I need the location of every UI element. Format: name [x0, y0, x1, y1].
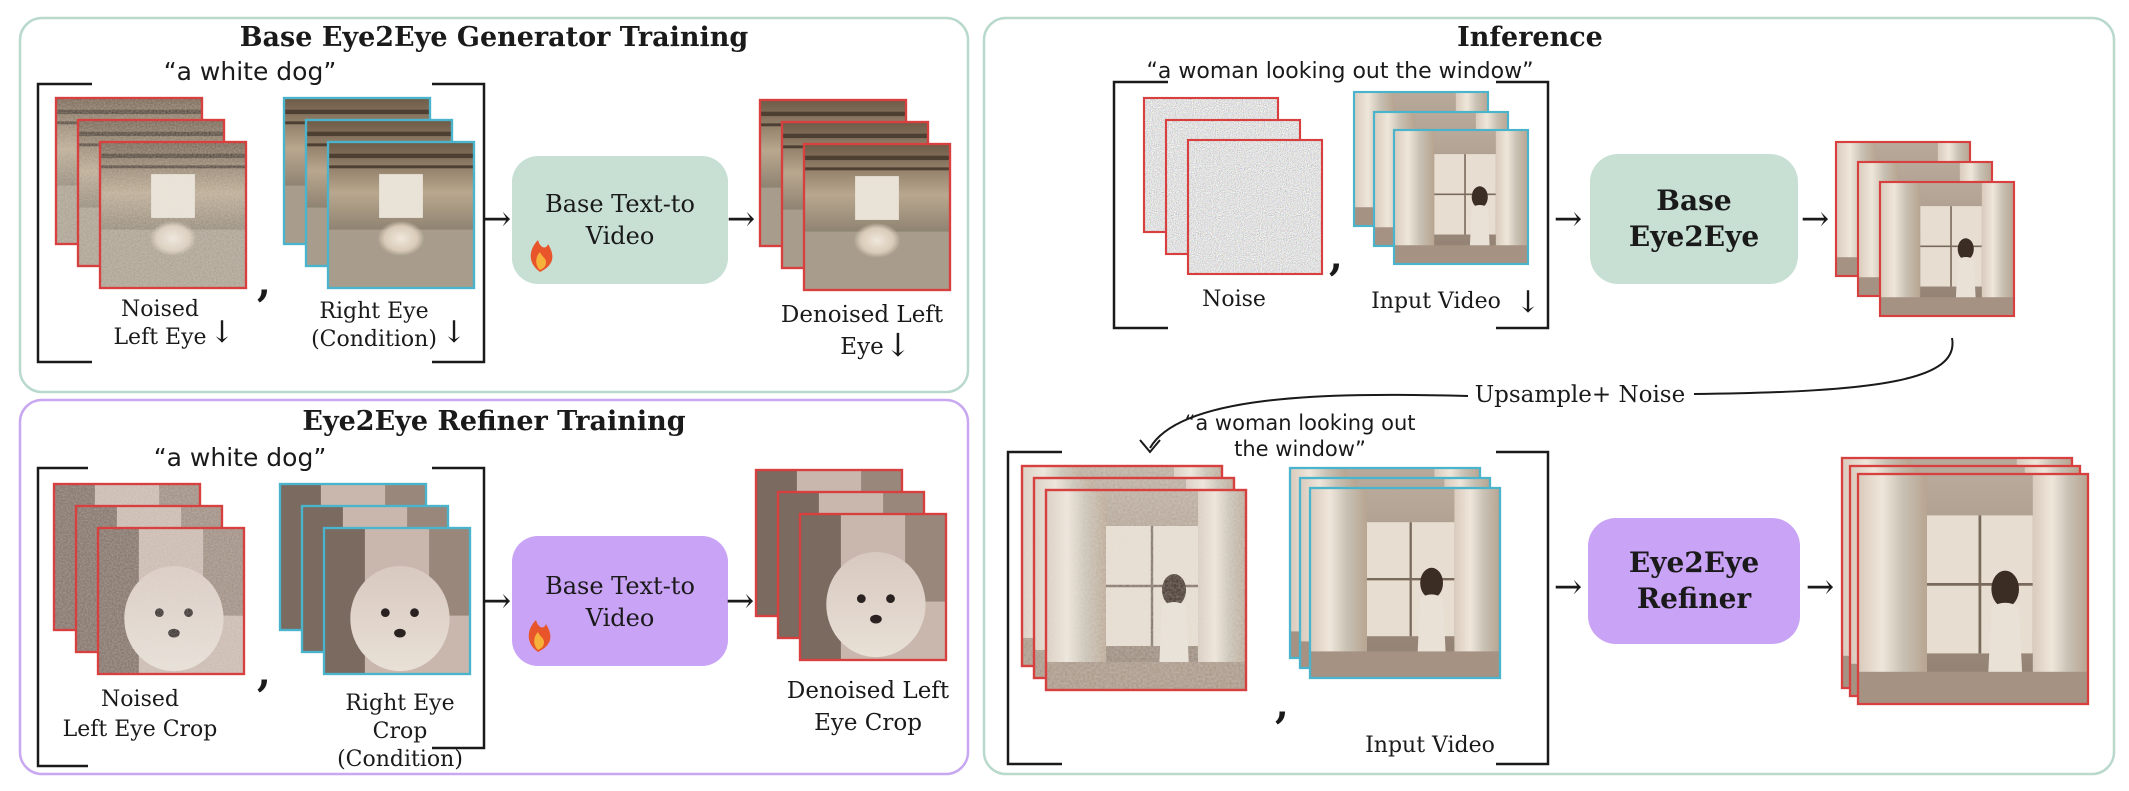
fire-icon — [530, 240, 553, 272]
refiner-t2v-label-line1: Base Text-to — [545, 572, 695, 600]
upsample-connector-right — [1693, 337, 1954, 395]
noised-label-line2: Left Eye — [113, 325, 206, 350]
refine-bracket-left — [1006, 450, 1062, 766]
arrow-to-output: → — [727, 199, 756, 239]
base-t2v-model-box — [512, 156, 728, 284]
refine-comma-separator: , — [1275, 681, 1289, 728]
right-eye-condition-stack — [282, 96, 476, 290]
noised-left-eye-crop-stack — [52, 482, 246, 676]
inference-arrow-to-final: → — [1806, 567, 1835, 607]
noise-frame-stack — [1142, 96, 1324, 276]
inference-title: Inference — [1457, 22, 1603, 53]
right-eye-crop-condition-stack — [278, 482, 472, 676]
refine-input-video-label: Input Video — [1365, 733, 1495, 758]
crop-noised-label-line1: Noised — [101, 687, 179, 712]
base-eye2eye-model-box — [1590, 154, 1798, 284]
base-eye2eye-label-line2: Eye2Eye — [1629, 220, 1759, 253]
refiner-training-prompt: “a white dog” — [154, 443, 327, 472]
base-output-stack — [1834, 140, 2016, 318]
eye2eye-refiner-model-box — [1588, 518, 1800, 644]
base-t2v-label-line1: Base Text-to — [545, 190, 695, 218]
noised-label-line1: Noised — [121, 297, 199, 322]
refiner-arrow-to-output: → — [726, 581, 755, 621]
denoised-label-line2: Eye — [840, 334, 883, 360]
noise-label: Noise — [1202, 287, 1266, 312]
input-video-stack — [1352, 90, 1530, 266]
input-video-down-arrow: ↓ — [1515, 285, 1540, 320]
input-bracket-right — [432, 82, 486, 364]
inference-prompt-bottom-line2: the window” — [1234, 437, 1366, 461]
base-training-panel — [18, 16, 970, 394]
base-training-prompt: “a white dog” — [164, 57, 337, 86]
condition-down-arrow: ↓ — [441, 315, 466, 350]
final-output-stack — [1840, 456, 2090, 706]
upsample-noise-label: Upsample+ Noise — [1475, 382, 1685, 408]
denoised-down-arrow: ↓ — [885, 326, 912, 364]
inference-comma-separator: , — [1329, 233, 1343, 280]
crop-denoised-label-line1: Denoised Left — [787, 678, 950, 704]
upsample-connector-left — [1149, 393, 1469, 449]
inference-arrow-to-base-output: → — [1801, 199, 1830, 239]
refiner-model-label-line2: Refiner — [1637, 582, 1753, 615]
upsampled-noised-stack — [1020, 464, 1248, 692]
refiner-training-title: Eye2Eye Refiner Training — [302, 406, 685, 437]
inference-bracket-left — [1112, 80, 1168, 330]
refiner-model-label-line1: Eye2Eye — [1629, 546, 1759, 579]
crop-condition-label-line2: Crop — [373, 719, 428, 744]
input-bracket-left — [36, 82, 92, 364]
noised-left-eye-stack — [54, 96, 248, 290]
crop-condition-label-line1: Right Eye — [345, 691, 454, 716]
upsample-arrowhead — [1139, 439, 1161, 454]
refine-input-video-stack — [1288, 466, 1502, 680]
refine-bracket-right — [1496, 450, 1550, 766]
base-eye2eye-label-line1: Base — [1656, 184, 1731, 217]
arrow-to-model: → — [483, 199, 512, 239]
condition-label-line1: Right Eye — [319, 299, 428, 324]
base-t2v-label-line2: Video — [585, 222, 655, 250]
inference-bracket-right — [1496, 80, 1550, 330]
refiner-bracket-left — [36, 466, 88, 768]
refiner-bracket-right — [432, 466, 486, 750]
refiner-training-panel — [18, 398, 970, 776]
condition-label-line2: (Condition) — [311, 327, 437, 352]
crop-noised-label-line2: Left Eye Crop — [63, 717, 218, 742]
crop-condition-label-line3: (Condition) — [337, 747, 463, 772]
noised-down-arrow: ↓ — [209, 315, 234, 350]
base-training-title: Base Eye2Eye Generator Training — [240, 22, 749, 53]
inference-prompt-bottom-line1: “a woman looking out — [1185, 411, 1416, 435]
denoised-left-eye-stack — [758, 98, 952, 292]
input-video-label: Input Video — [1371, 289, 1501, 314]
fire-icon — [528, 620, 551, 652]
inference-panel — [982, 16, 2116, 776]
comma-separator: , — [257, 259, 271, 306]
inference-arrow-to-base: → — [1554, 199, 1583, 239]
refiner-t2v-label-line2: Video — [585, 604, 655, 632]
inference-arrow-to-refiner: → — [1554, 567, 1583, 607]
crop-denoised-label-line2: Eye Crop — [814, 710, 922, 736]
refiner-comma-separator: , — [257, 649, 271, 696]
refiner-arrow-to-model: → — [483, 581, 512, 621]
refiner-t2v-model-box — [512, 536, 728, 666]
denoised-label-line1: Denoised Left — [781, 302, 944, 328]
inference-prompt-top: “a woman looking out the window” — [1147, 59, 1534, 84]
denoised-left-eye-crop-stack — [754, 468, 948, 662]
